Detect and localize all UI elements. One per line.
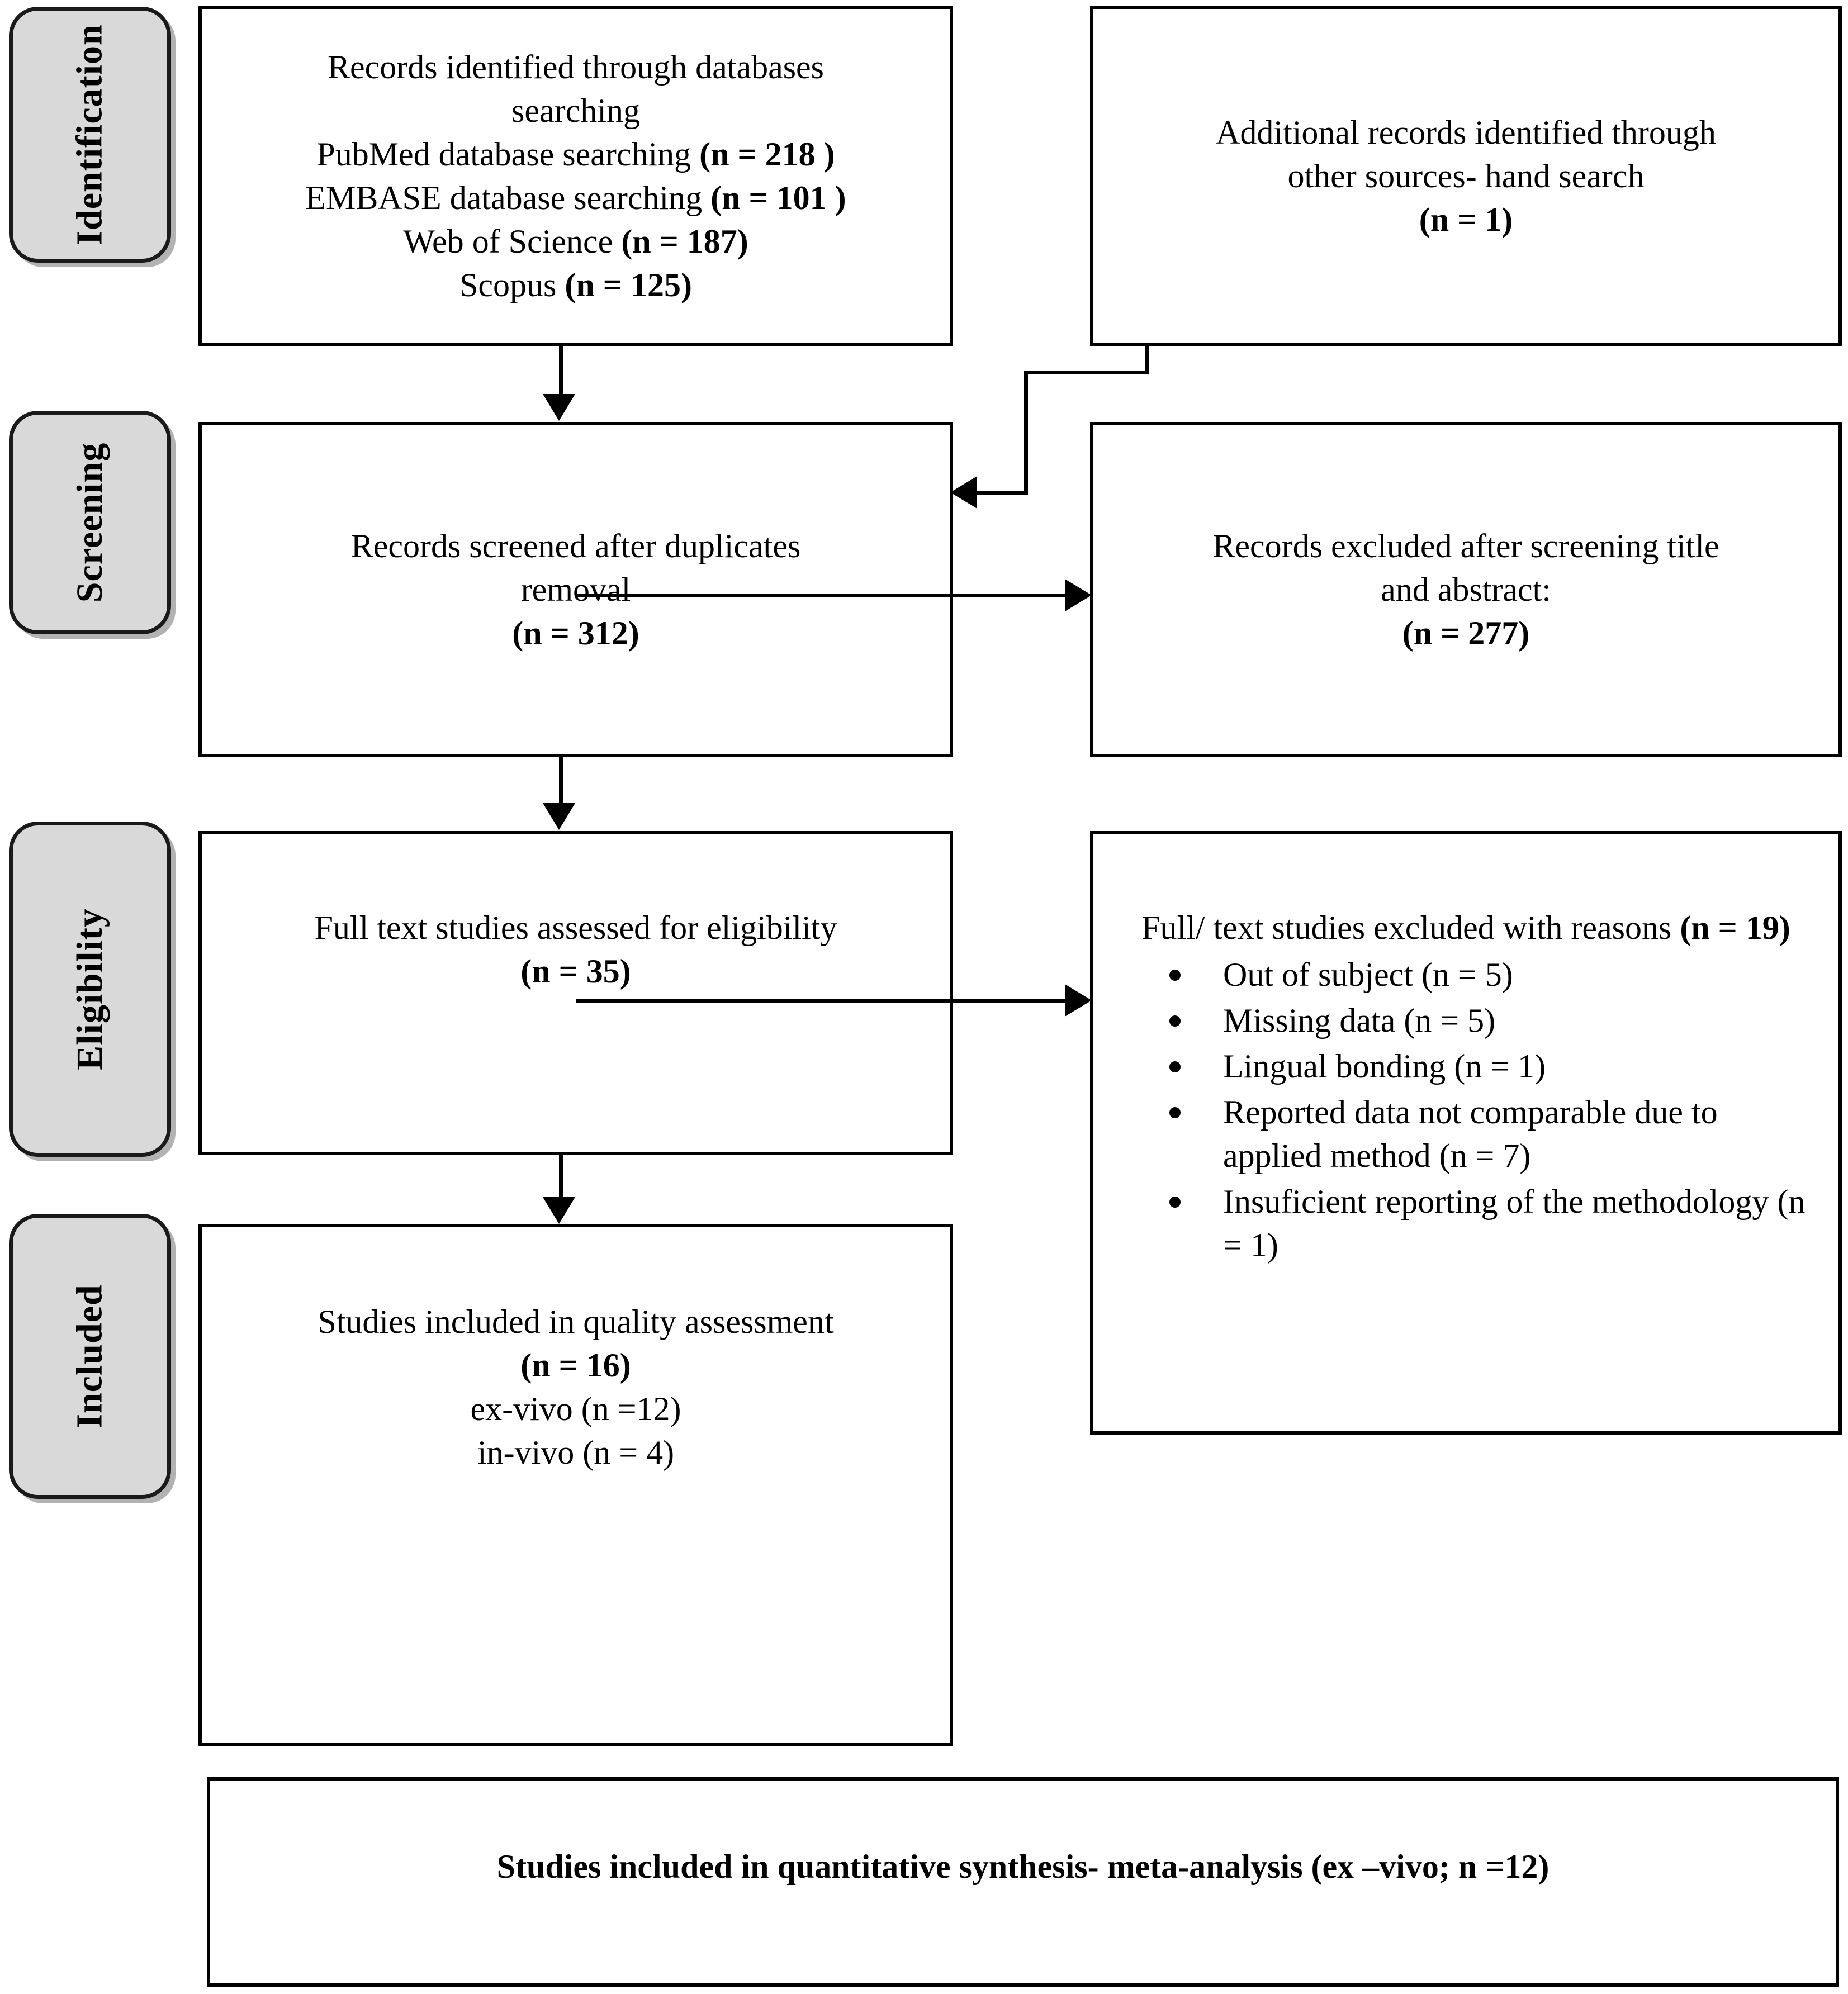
records-excluded-line-2: and abstract: bbox=[1381, 571, 1551, 608]
records-excluded-line-1: Records excluded after screening title bbox=[1212, 528, 1719, 564]
box-quantitative-synthesis-text: Studies included in quantitative synthes… bbox=[496, 1848, 1550, 1885]
arrow-screened-to-excluded bbox=[1065, 579, 1092, 611]
records-identified-source-embase: EMBASE database searching (n = 101 ) bbox=[216, 176, 935, 220]
stage-tab-included[interactable]: Included bbox=[9, 1214, 171, 1499]
box-additional-records-text: Additional records identified through ot… bbox=[1093, 111, 1838, 241]
box-full-text-excluded[interactable]: Full/ text studies excluded with reasons… bbox=[1090, 831, 1842, 1435]
records-screened-line-1: Records screened after duplicates bbox=[350, 528, 801, 564]
connector-additional-down-2 bbox=[1024, 371, 1028, 495]
box-full-text-assessed-text: Full text studies assessed for eligibili… bbox=[202, 906, 950, 993]
additional-records-count: (n = 1) bbox=[1419, 201, 1513, 238]
stage-tab-identification-label: Identification bbox=[69, 24, 110, 245]
stage-tab-included-label: Included bbox=[69, 1284, 110, 1428]
box-studies-quality-assessment[interactable]: Studies included in quality assessment (… bbox=[198, 1224, 953, 1746]
stage-tab-eligibility-label: Eligibility bbox=[69, 908, 111, 1070]
records-identified-source-scopus: Scopus (n = 125) bbox=[216, 263, 935, 307]
box-records-excluded[interactable]: Records excluded after screening title a… bbox=[1090, 422, 1842, 757]
arrow-screened-to-fulltext bbox=[543, 803, 575, 830]
source-count-embase: (n = 101 ) bbox=[710, 179, 846, 216]
connector-fulltext-to-included bbox=[559, 1155, 563, 1201]
source-name-pubmed: PubMed database searching bbox=[316, 136, 691, 173]
records-identified-source-wos: Web of Science (n = 187) bbox=[216, 220, 935, 263]
records-screened-count: (n = 312) bbox=[512, 615, 639, 652]
full-text-assessed-line-1: Full text studies assessed for eligibili… bbox=[314, 909, 837, 946]
full-text-assessed-count: (n = 35) bbox=[520, 953, 631, 990]
records-excluded-count: (n = 277) bbox=[1402, 615, 1530, 652]
connector-additional-left-2 bbox=[975, 491, 1028, 495]
stage-tab-screening-label: Screening bbox=[69, 442, 111, 603]
studies-quality-subgroup-invivo: in-vivo (n = 4) bbox=[477, 1434, 675, 1471]
box-quantitative-synthesis[interactable]: Studies included in quantitative synthes… bbox=[207, 1777, 1839, 1987]
full-text-excluded-heading-text: Full/ text studies excluded with reasons bbox=[1141, 909, 1672, 946]
source-name-embase: EMBASE database searching bbox=[305, 179, 703, 216]
box-additional-records[interactable]: Additional records identified through ot… bbox=[1090, 6, 1842, 346]
list-item: Insuficient reporting of the methodology… bbox=[1169, 1180, 1822, 1267]
box-records-identified[interactable]: Records identified through databases sea… bbox=[198, 6, 953, 346]
records-screened-line-2: removal bbox=[520, 571, 631, 608]
connector-additional-down-1 bbox=[1145, 346, 1149, 374]
list-item: Missing data (n = 5) bbox=[1169, 999, 1822, 1042]
records-identified-source-pubmed: PubMed database searching (n = 218 ) bbox=[216, 132, 935, 176]
arrow-fulltext-to-excluded bbox=[1065, 984, 1092, 1017]
arrow-identified-to-screened bbox=[543, 394, 575, 421]
connector-screened-to-excluded bbox=[576, 594, 1068, 597]
box-studies-quality-text: Studies included in quality assessment (… bbox=[202, 1300, 950, 1474]
source-count-scopus: (n = 125) bbox=[565, 267, 692, 303]
arrow-fulltext-to-included bbox=[543, 1197, 575, 1224]
connector-additional-left-1 bbox=[1024, 371, 1149, 374]
connector-identified-to-screened bbox=[559, 346, 563, 397]
source-name-scopus: Scopus bbox=[459, 267, 565, 303]
additional-records-line-1: Additional records identified through bbox=[1216, 114, 1716, 151]
source-name-wos: Web of Science bbox=[403, 223, 613, 260]
box-records-screened[interactable]: Records screened after duplicates remova… bbox=[198, 422, 953, 757]
stage-tab-eligibility[interactable]: Eligibility bbox=[9, 822, 171, 1157]
studies-quality-count: (n = 16) bbox=[520, 1347, 631, 1384]
source-count-pubmed: (n = 218 ) bbox=[699, 136, 835, 173]
studies-quality-subgroup-exvivo: ex-vivo (n =12) bbox=[470, 1390, 681, 1427]
stage-tab-identification[interactable]: Identification bbox=[9, 7, 171, 263]
studies-quality-line-1: Studies included in quality assessment bbox=[318, 1303, 834, 1340]
arrow-additional-to-screened bbox=[950, 476, 977, 509]
list-item: Reported data not comparable due to appl… bbox=[1169, 1090, 1822, 1178]
box-records-identified-text: Records identified through databases sea… bbox=[202, 45, 950, 307]
stage-tab-screening[interactable]: Screening bbox=[9, 411, 171, 634]
records-identified-line-2: searching bbox=[511, 92, 640, 129]
connector-screened-to-fulltext bbox=[559, 757, 563, 806]
box-full-text-assessed[interactable]: Full text studies assessed for eligibili… bbox=[198, 831, 953, 1155]
full-text-excluded-reason-list: Out of subject (n = 5) Missing data (n =… bbox=[1093, 953, 1838, 1269]
source-count-wos: (n = 187) bbox=[621, 223, 748, 260]
list-item: Out of subject (n = 5) bbox=[1169, 953, 1822, 996]
records-identified-line-1: Records identified through databases bbox=[327, 49, 825, 86]
box-full-text-excluded-heading: Full/ text studies excluded with reasons… bbox=[1093, 906, 1838, 949]
full-text-excluded-count: (n = 19) bbox=[1680, 909, 1790, 946]
box-records-screened-text: Records screened after duplicates remova… bbox=[202, 524, 950, 655]
connector-fulltext-to-excluded bbox=[576, 999, 1068, 1003]
box-records-excluded-text: Records excluded after screening title a… bbox=[1093, 524, 1838, 655]
additional-records-line-2: other sources- hand search bbox=[1287, 158, 1645, 194]
list-item: Lingual bonding (n = 1) bbox=[1169, 1045, 1822, 1088]
